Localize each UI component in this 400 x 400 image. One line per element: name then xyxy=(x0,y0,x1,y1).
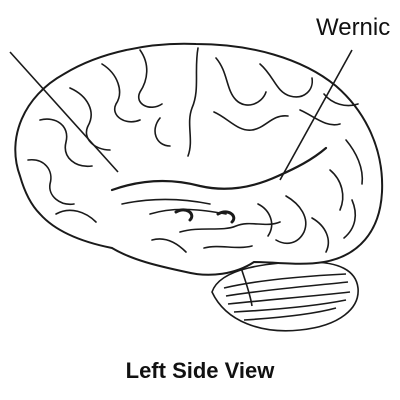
wernicke-label: Wernic xyxy=(316,14,391,41)
wernicke-pointer-line xyxy=(279,49,353,181)
broca-pointer-line xyxy=(9,51,119,173)
cerebellum xyxy=(211,261,359,332)
cortex-folds xyxy=(27,47,364,253)
caption: Left Side View xyxy=(125,358,275,383)
cerebrum-outline xyxy=(14,42,384,276)
